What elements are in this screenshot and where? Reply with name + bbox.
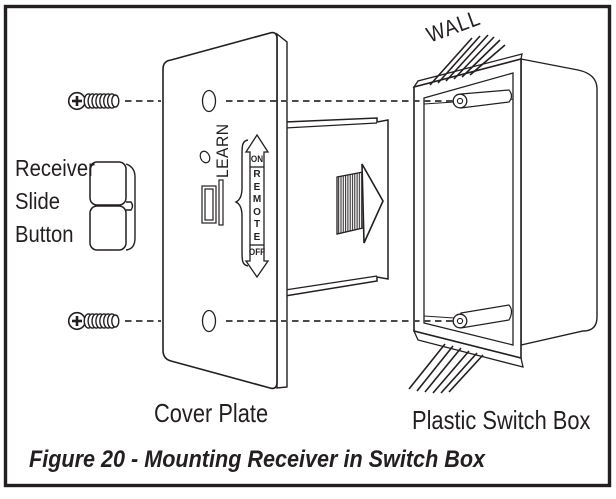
switch-box-graphic: [412, 53, 598, 368]
screw-top-icon: [67, 91, 120, 111]
learn-label: LEARN: [213, 123, 232, 178]
figure-caption: Figure 20 - Mounting Receiver in Switch …: [29, 446, 486, 473]
screw-bottom-icon: [67, 311, 120, 331]
learn-led-icon: [199, 150, 211, 164]
plate-screw-hole-top: [201, 89, 217, 113]
plastic-switch-box-label: Plastic Switch Box: [412, 405, 591, 435]
receiver-slide-button-graphic: [89, 161, 136, 251]
screw-boss-top: [452, 89, 513, 109]
switch-on-label: ON: [250, 154, 264, 164]
insertion-arrow-icon: [336, 163, 384, 244]
receiver-slide-button-label: Receiver Slide Button: [15, 155, 95, 247]
switch-remote-label: REMOTE: [252, 169, 262, 243]
brace-icon: [234, 139, 249, 267]
switch-off-label: OFF: [248, 247, 266, 257]
wall-hatch-top: [429, 34, 506, 86]
plate-screw-hole-bottom: [201, 309, 217, 333]
screw-boss-bottom: [452, 304, 513, 329]
wall-hatch-bottom: [408, 343, 484, 394]
remote-switch-arrow-graphic: [244, 133, 270, 279]
learn-slot-graphic: [201, 179, 224, 226]
figure-border: [3, 4, 612, 488]
receiver-module-graphic: [284, 117, 389, 297]
cover-plate-label: Cover Plate: [154, 398, 269, 428]
cover-plate-graphic: [162, 31, 288, 390]
